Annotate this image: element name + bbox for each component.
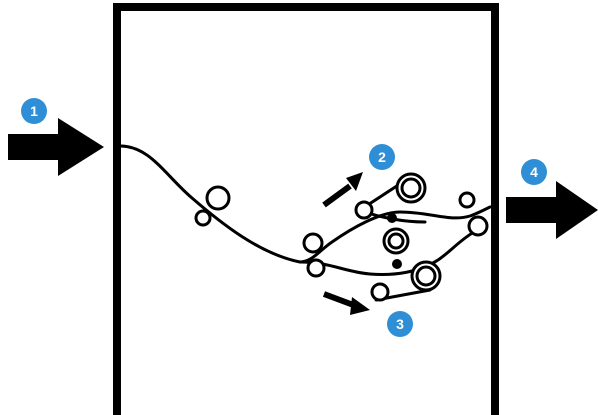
paper-outlet-arrow — [506, 181, 598, 239]
callout-label-3: 3 — [396, 316, 404, 332]
paper-path-lower-branch — [298, 230, 476, 276]
callout-badge-4: 4 — [521, 159, 547, 185]
lower-path-arrow — [322, 291, 370, 315]
callout-label-2: 2 — [378, 149, 386, 165]
roller-pair-1 — [194, 185, 231, 227]
callout-label-4: 4 — [530, 164, 538, 180]
upper-roller-assembly — [354, 172, 427, 220]
paper-inlet-arrow — [8, 118, 104, 176]
pivot-dots — [387, 213, 402, 269]
center-roller-assembly — [382, 227, 410, 255]
callout-badge-1: 1 — [21, 98, 47, 124]
roller-pair-2 — [302, 232, 326, 278]
upper-path-arrow — [322, 172, 363, 208]
callout-badge-2: 2 — [369, 144, 395, 170]
exit-roller-pair — [458, 191, 489, 237]
device-housing — [113, 3, 499, 415]
callout-badge-3: 3 — [387, 311, 413, 337]
lower-roller-assembly — [370, 260, 442, 302]
callout-label-1: 1 — [30, 103, 38, 119]
paper-path-main — [118, 144, 492, 264]
